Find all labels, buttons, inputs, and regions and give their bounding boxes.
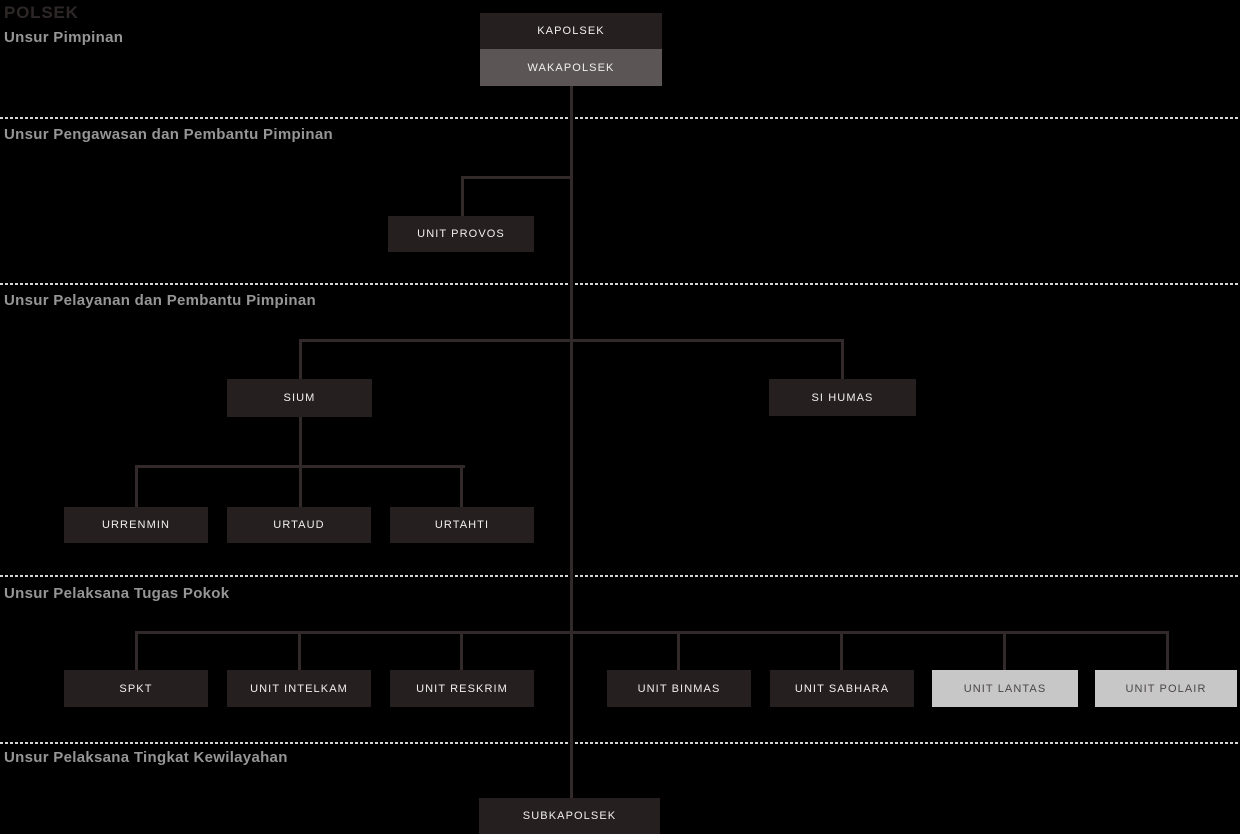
org-node-unit-polair: UNIT POLAIR [1095, 670, 1237, 707]
section-divider [0, 575, 1240, 577]
org-node-kapolsek: KAPOLSEK [480, 13, 662, 49]
connector-pelayanan-horizontal [299, 339, 844, 342]
org-node-subkapolsek: SUBKAPOLSEK [479, 798, 660, 834]
org-node-urrenmin: URRENMIN [64, 507, 208, 543]
org-node-unit-provos: UNIT PROVOS [388, 216, 534, 252]
section-heading-kewilayahan: Unsur Pelaksana Tingkat Kewilayahan [4, 749, 288, 766]
org-node-si-humas: SI HUMAS [769, 379, 916, 416]
section-divider [0, 742, 1240, 744]
connector-intelkam-drop [298, 631, 301, 670]
org-node-unit-reskrim: UNIT RESKRIM [390, 670, 534, 707]
section-divider [0, 283, 1240, 285]
connector-pokok-horizontal [135, 631, 1169, 634]
connector-binmas-drop [677, 631, 680, 670]
org-node-unit-lantas: UNIT LANTAS [932, 670, 1078, 707]
connector-main-vertical [570, 86, 573, 798]
connector-sabhara-drop [840, 631, 843, 670]
section-heading-pimpinan: Unsur Pimpinan [4, 29, 124, 46]
org-node-urtaud: URTAUD [227, 507, 371, 543]
org-node-wakapolsek: WAKAPOLSEK [480, 49, 662, 86]
connector-provos-drop [461, 176, 464, 216]
connector-sihumas-drop [841, 339, 844, 379]
connector-urtahti-drop [460, 465, 463, 507]
org-node-unit-sabhara: UNIT SABHARA [770, 670, 914, 707]
connector-lantas-drop [1003, 631, 1006, 670]
org-node-urtahti: URTAHTI [390, 507, 534, 543]
section-divider [0, 117, 1240, 119]
connector-sium-down [299, 417, 302, 507]
org-node-unit-binmas: UNIT BINMAS [607, 670, 751, 707]
connector-sium-sub-horizontal [135, 465, 465, 468]
connector-sium-drop [299, 339, 302, 379]
org-node-spkt: SPKT [64, 670, 208, 707]
connector-polair-drop [1166, 631, 1169, 670]
section-heading-pelaksana-pokok: Unsur Pelaksana Tugas Pokok [4, 585, 230, 602]
page-title: POLSEK [4, 3, 79, 22]
connector-provos-horizontal [461, 176, 573, 179]
connector-spkt-drop [135, 631, 138, 670]
org-node-unit-intelkam: UNIT INTELKAM [227, 670, 371, 707]
connector-urrenmin-drop [135, 465, 138, 507]
org-node-sium: SIUM [227, 379, 372, 417]
section-heading-pengawasan: Unsur Pengawasan dan Pembantu Pimpinan [4, 126, 333, 143]
section-heading-pelayanan: Unsur Pelayanan dan Pembantu Pimpinan [4, 292, 317, 309]
connector-reskrim-drop [460, 631, 463, 670]
